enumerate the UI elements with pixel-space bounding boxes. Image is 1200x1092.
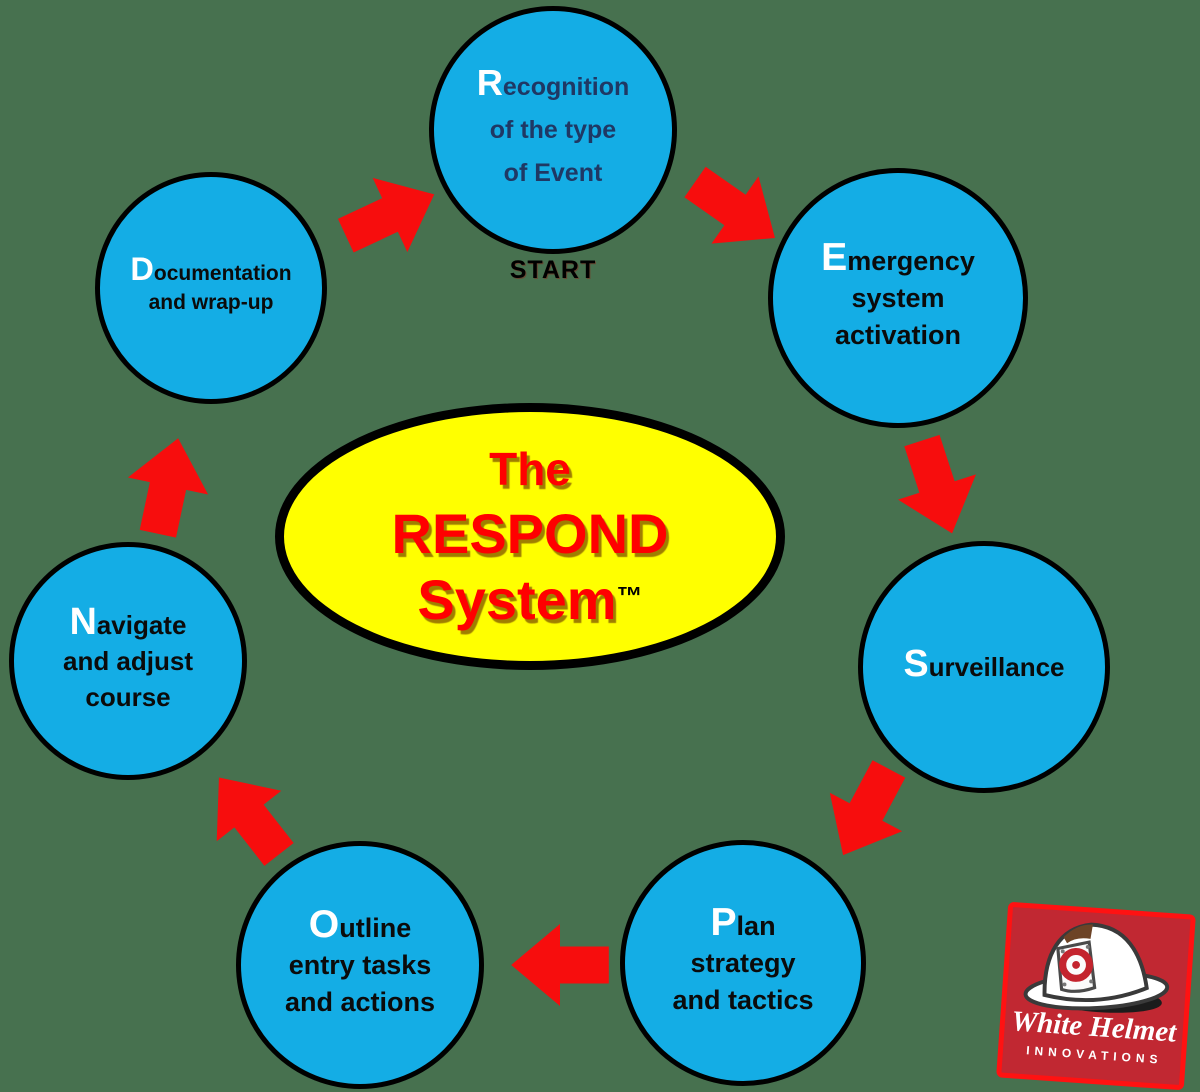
node-outline-tasks: Outline entry tasks and actions (236, 841, 484, 1089)
flow-arrow-outline-to-navigate (187, 752, 312, 880)
center-title-line3: System™ (417, 567, 643, 631)
block-arrow-icon (829, 760, 906, 856)
block-arrow-icon (127, 438, 209, 538)
center-title-line1: The (489, 442, 571, 495)
trademark-symbol: ™ (616, 580, 643, 611)
node-cap-letter: N (69, 599, 97, 642)
node-emergency-activation: Emergency system activation (768, 168, 1028, 428)
flow-arrow-emergency-to-surveillance (883, 428, 991, 547)
node-navigate-course: Navigate and adjust course (9, 542, 247, 780)
logo-brand-subtitle: INNOVATIONS (1025, 1043, 1163, 1067)
node-plan-label: Plan strategy and tactics (672, 900, 814, 1015)
node-documentation-label: Documentation and wrap-up (130, 250, 292, 314)
block-arrow-icon (684, 166, 775, 244)
node-cap-letter: E (821, 235, 848, 279)
flow-arrow-documentation-to-recognition (328, 157, 451, 273)
white-helmet-logo: White Helmet INNOVATIONS (996, 901, 1196, 1091)
node-cap-letter: S (903, 641, 929, 684)
block-arrow-icon (216, 777, 294, 866)
node-recognition: Recognition of the type of Event (429, 6, 677, 254)
flow-arrow-navigate-to-documentation (118, 430, 219, 543)
node-documentation: Documentation and wrap-up (95, 172, 327, 404)
center-title-line2: RESPOND (391, 501, 669, 565)
node-cap-letter: O (308, 902, 340, 946)
node-cap-letter: R (476, 61, 503, 103)
node-cap-letter: D (130, 250, 154, 287)
node-surveillance-label: Surveillance (903, 641, 1065, 684)
node-emergency-label: Emergency system activation (821, 235, 975, 350)
node-navigate-label: Navigate and adjust course (62, 599, 193, 712)
node-surveillance: Surveillance (858, 541, 1110, 793)
block-arrow-icon (337, 177, 435, 253)
firefighter-helmet-icon (1023, 922, 1170, 1013)
block-arrow-icon (511, 924, 609, 1006)
flow-arrow-surveillance-to-plan (807, 749, 925, 874)
node-plan-strategy: Plan strategy and tactics (620, 840, 866, 1086)
center-ellipse: The RESPOND System™ (275, 403, 785, 670)
node-cap-letter: P (710, 900, 737, 944)
node-recognition-label: Recognition of the type of Event (476, 61, 630, 187)
node-outline-label: Outline entry tasks and actions (284, 902, 436, 1017)
flow-arrow-recognition-to-emergency (671, 148, 798, 271)
start-label: START (509, 256, 597, 284)
block-arrow-icon (898, 434, 976, 534)
flow-arrow-plan-to-outline (511, 924, 609, 1006)
